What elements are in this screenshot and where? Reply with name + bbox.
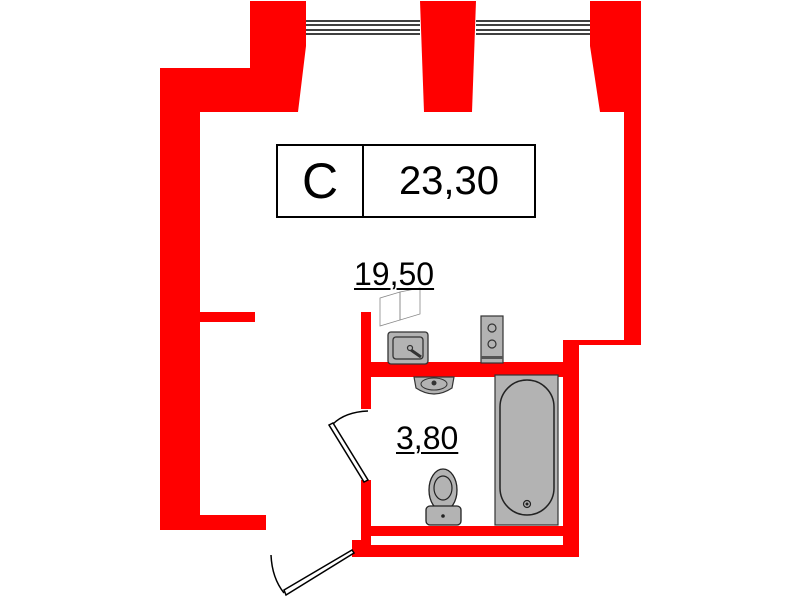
window-right <box>476 20 590 35</box>
wall-left-stub <box>200 312 255 322</box>
wall-top-middle <box>420 1 476 112</box>
apartment-label: C 23,30 <box>276 144 536 218</box>
wall-bath-bottom <box>361 526 579 536</box>
toilet-icon <box>425 468 462 526</box>
window-left <box>306 20 420 35</box>
wall-top-left <box>160 1 306 530</box>
wall-top-right <box>563 1 641 362</box>
bathroom-door <box>327 410 370 483</box>
wall-bath-top <box>361 362 576 377</box>
wall-bottom-left <box>160 515 266 530</box>
wall-bath-right <box>563 340 579 555</box>
kitchen-sink-icon <box>387 331 429 365</box>
wall-partition-vertical <box>361 312 371 409</box>
walls <box>160 1 641 557</box>
wall-bath-left-lower <box>361 480 371 555</box>
bathroom-sink-icon <box>413 376 455 395</box>
bathtub-icon <box>494 374 559 526</box>
stove-icon <box>480 315 504 364</box>
living-room-area: 19,50 <box>354 256 435 292</box>
entrance-door <box>270 548 356 597</box>
total-area: 23,30 <box>398 158 500 203</box>
wall-bottom <box>352 545 579 557</box>
wall-entrance-post <box>352 540 371 557</box>
apartment-type: C <box>278 146 364 216</box>
bathroom-area: 3,80 <box>396 420 459 456</box>
fridge-icon <box>379 287 421 327</box>
